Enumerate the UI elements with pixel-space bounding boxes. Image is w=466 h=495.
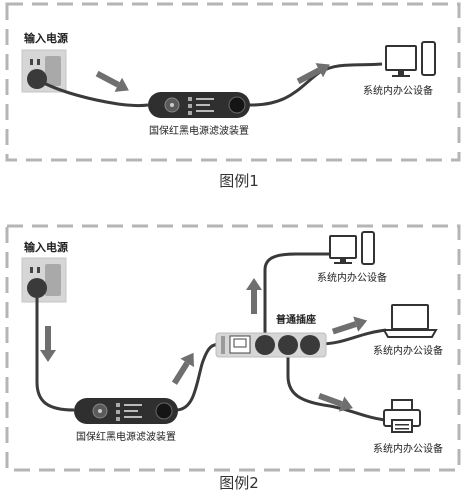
figure2-arrow-right-icon bbox=[331, 316, 368, 335]
figure1-arrow-out-icon bbox=[296, 63, 330, 85]
figure2-computer-icon bbox=[329, 231, 375, 265]
figure2-wall-outlet-icon bbox=[21, 257, 67, 303]
figure1-input-label: 输入电源 bbox=[24, 31, 68, 45]
figure1-arrow-in-icon bbox=[95, 70, 129, 92]
figure1-office-label: 系统内办公设备 bbox=[363, 84, 433, 97]
figure1-computer-icon bbox=[385, 41, 436, 77]
figure2-strip-to-top-cable bbox=[263, 252, 330, 335]
figure2-device-to-strip-cable bbox=[175, 342, 223, 412]
figure2-arrow-up-icon bbox=[246, 278, 262, 314]
figure1-frame bbox=[5, 2, 461, 162]
figure2-caption: 图例2 bbox=[219, 474, 259, 492]
figure2-arrow-diagonal-icon bbox=[171, 352, 194, 385]
figure2-strip-label: 普通插座 bbox=[276, 313, 316, 326]
figure2-filter-device-icon bbox=[74, 398, 178, 424]
figure2-input-cable bbox=[35, 298, 75, 412]
figure2-arrow-down-icon bbox=[40, 326, 56, 362]
figure2-office-label-computer: 系统内办公设备 bbox=[317, 271, 387, 284]
figure2-laptop-icon bbox=[382, 304, 438, 338]
figure2-power-strip-icon bbox=[215, 332, 327, 358]
figure1-wall-outlet-icon bbox=[21, 49, 67, 93]
figure1-filter-device-icon bbox=[148, 92, 250, 118]
figure1-input-cable bbox=[39, 79, 149, 108]
figure2-office-label-laptop: 系统内办公设备 bbox=[373, 344, 443, 357]
figure2-device-label: 国保红黑电源滤波装置 bbox=[76, 430, 176, 443]
figure1-caption: 图例1 bbox=[219, 172, 259, 190]
figure2-input-label: 输入电源 bbox=[24, 240, 68, 254]
figure2-strip-to-printer-cable bbox=[286, 354, 387, 422]
figure1-device-label: 国保红黑电源滤波装置 bbox=[149, 124, 249, 137]
figure2-strip-to-laptop-cable bbox=[317, 328, 387, 346]
figure2-office-label-printer: 系统内办公设备 bbox=[373, 442, 443, 455]
figure2-frame bbox=[5, 224, 461, 472]
figure2-arrow-lower-right-icon bbox=[318, 393, 353, 412]
figure2-printer-icon bbox=[383, 399, 421, 433]
